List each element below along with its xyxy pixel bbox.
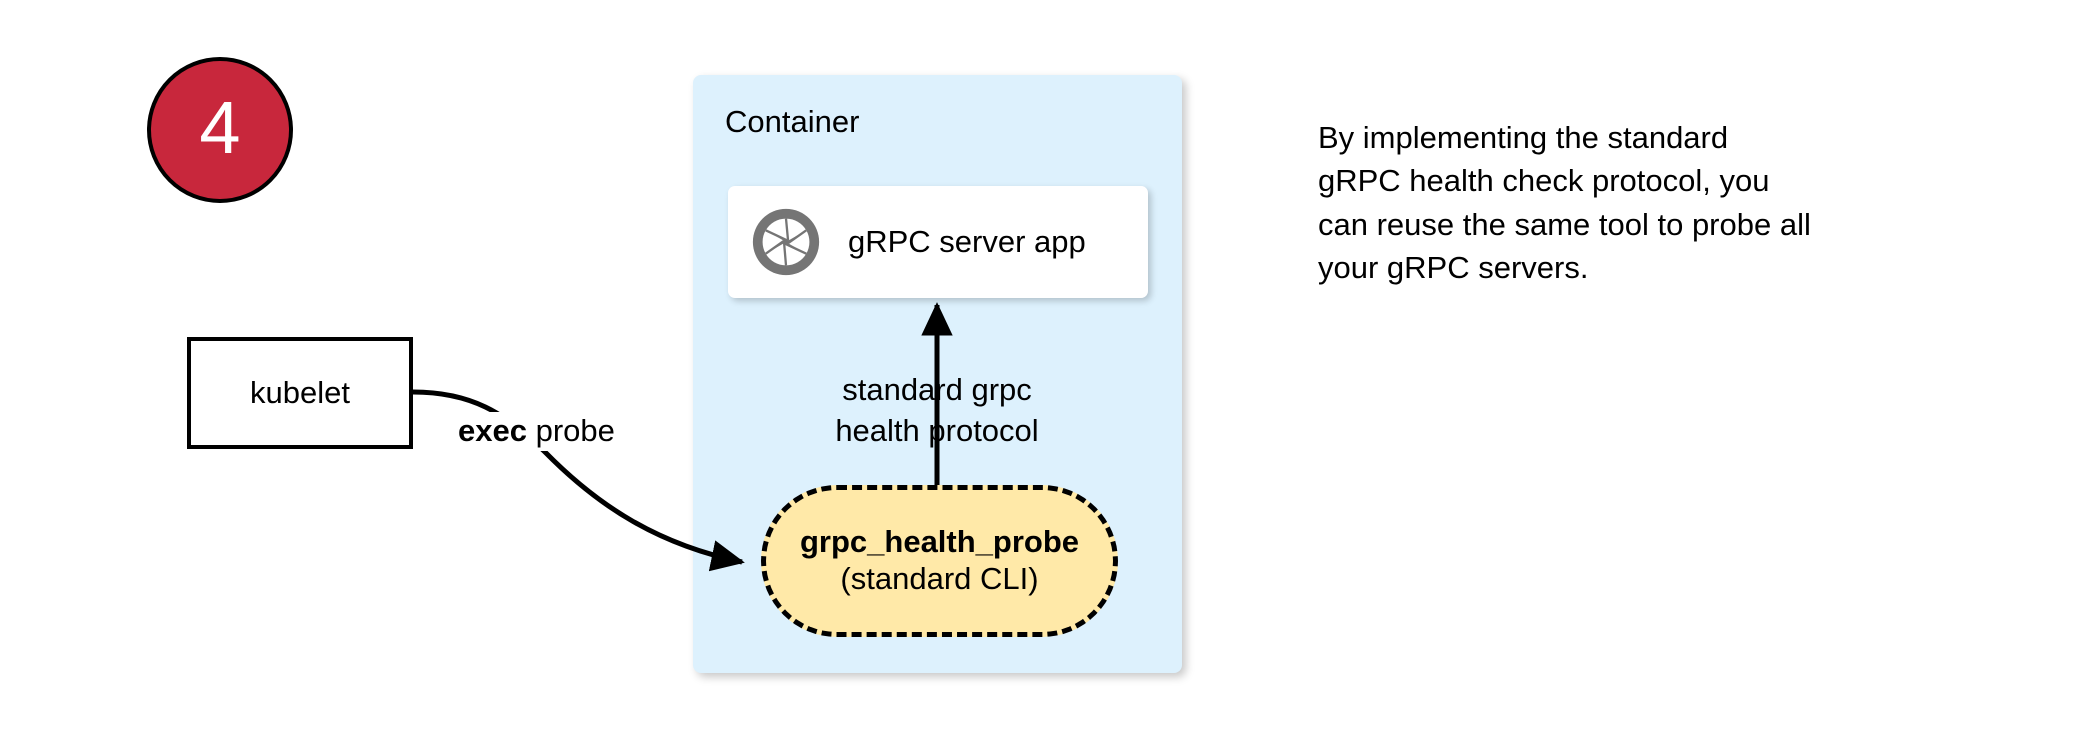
grpc-server-app-label: gRPC server app bbox=[848, 224, 1086, 259]
note-line-1: By implementing the standard bbox=[1318, 120, 1729, 155]
step-badge: 4 bbox=[147, 57, 293, 203]
grpc-health-probe-node: grpc_health_probe (standard CLI) bbox=[761, 485, 1118, 637]
edge-label-exec-bold: exec bbox=[458, 413, 527, 448]
grpc-health-probe-subtitle: (standard CLI) bbox=[840, 561, 1039, 596]
edge-label-exec-rest: probe bbox=[526, 413, 615, 448]
kubelet-label: kubelet bbox=[250, 375, 350, 410]
edge-label-exec-probe: exec probe bbox=[456, 412, 617, 451]
step-number: 4 bbox=[199, 86, 241, 169]
edge-label-health-protocol-line2: health protocol bbox=[835, 412, 1039, 448]
container-title: Container bbox=[725, 104, 860, 139]
kubelet-node: kubelet bbox=[187, 337, 413, 449]
note-line-4: your gRPC servers. bbox=[1318, 250, 1589, 286]
note-line-2: gRPC health check protocol, you bbox=[1318, 163, 1770, 199]
grpc-health-probe-title: grpc_health_probe bbox=[799, 524, 1080, 560]
edge-label-health-protocol: standard grpc health protocol bbox=[787, 370, 1087, 452]
explanatory-note: By implementing the standard gRPC health… bbox=[1318, 116, 1918, 290]
grpc-server-app-node: gRPC server app bbox=[728, 186, 1148, 298]
edge-label-health-protocol-line1: standard grpc bbox=[842, 372, 1032, 407]
aperture-icon bbox=[752, 208, 820, 276]
note-line-3: can reuse the same tool to probe all bbox=[1318, 206, 1811, 242]
